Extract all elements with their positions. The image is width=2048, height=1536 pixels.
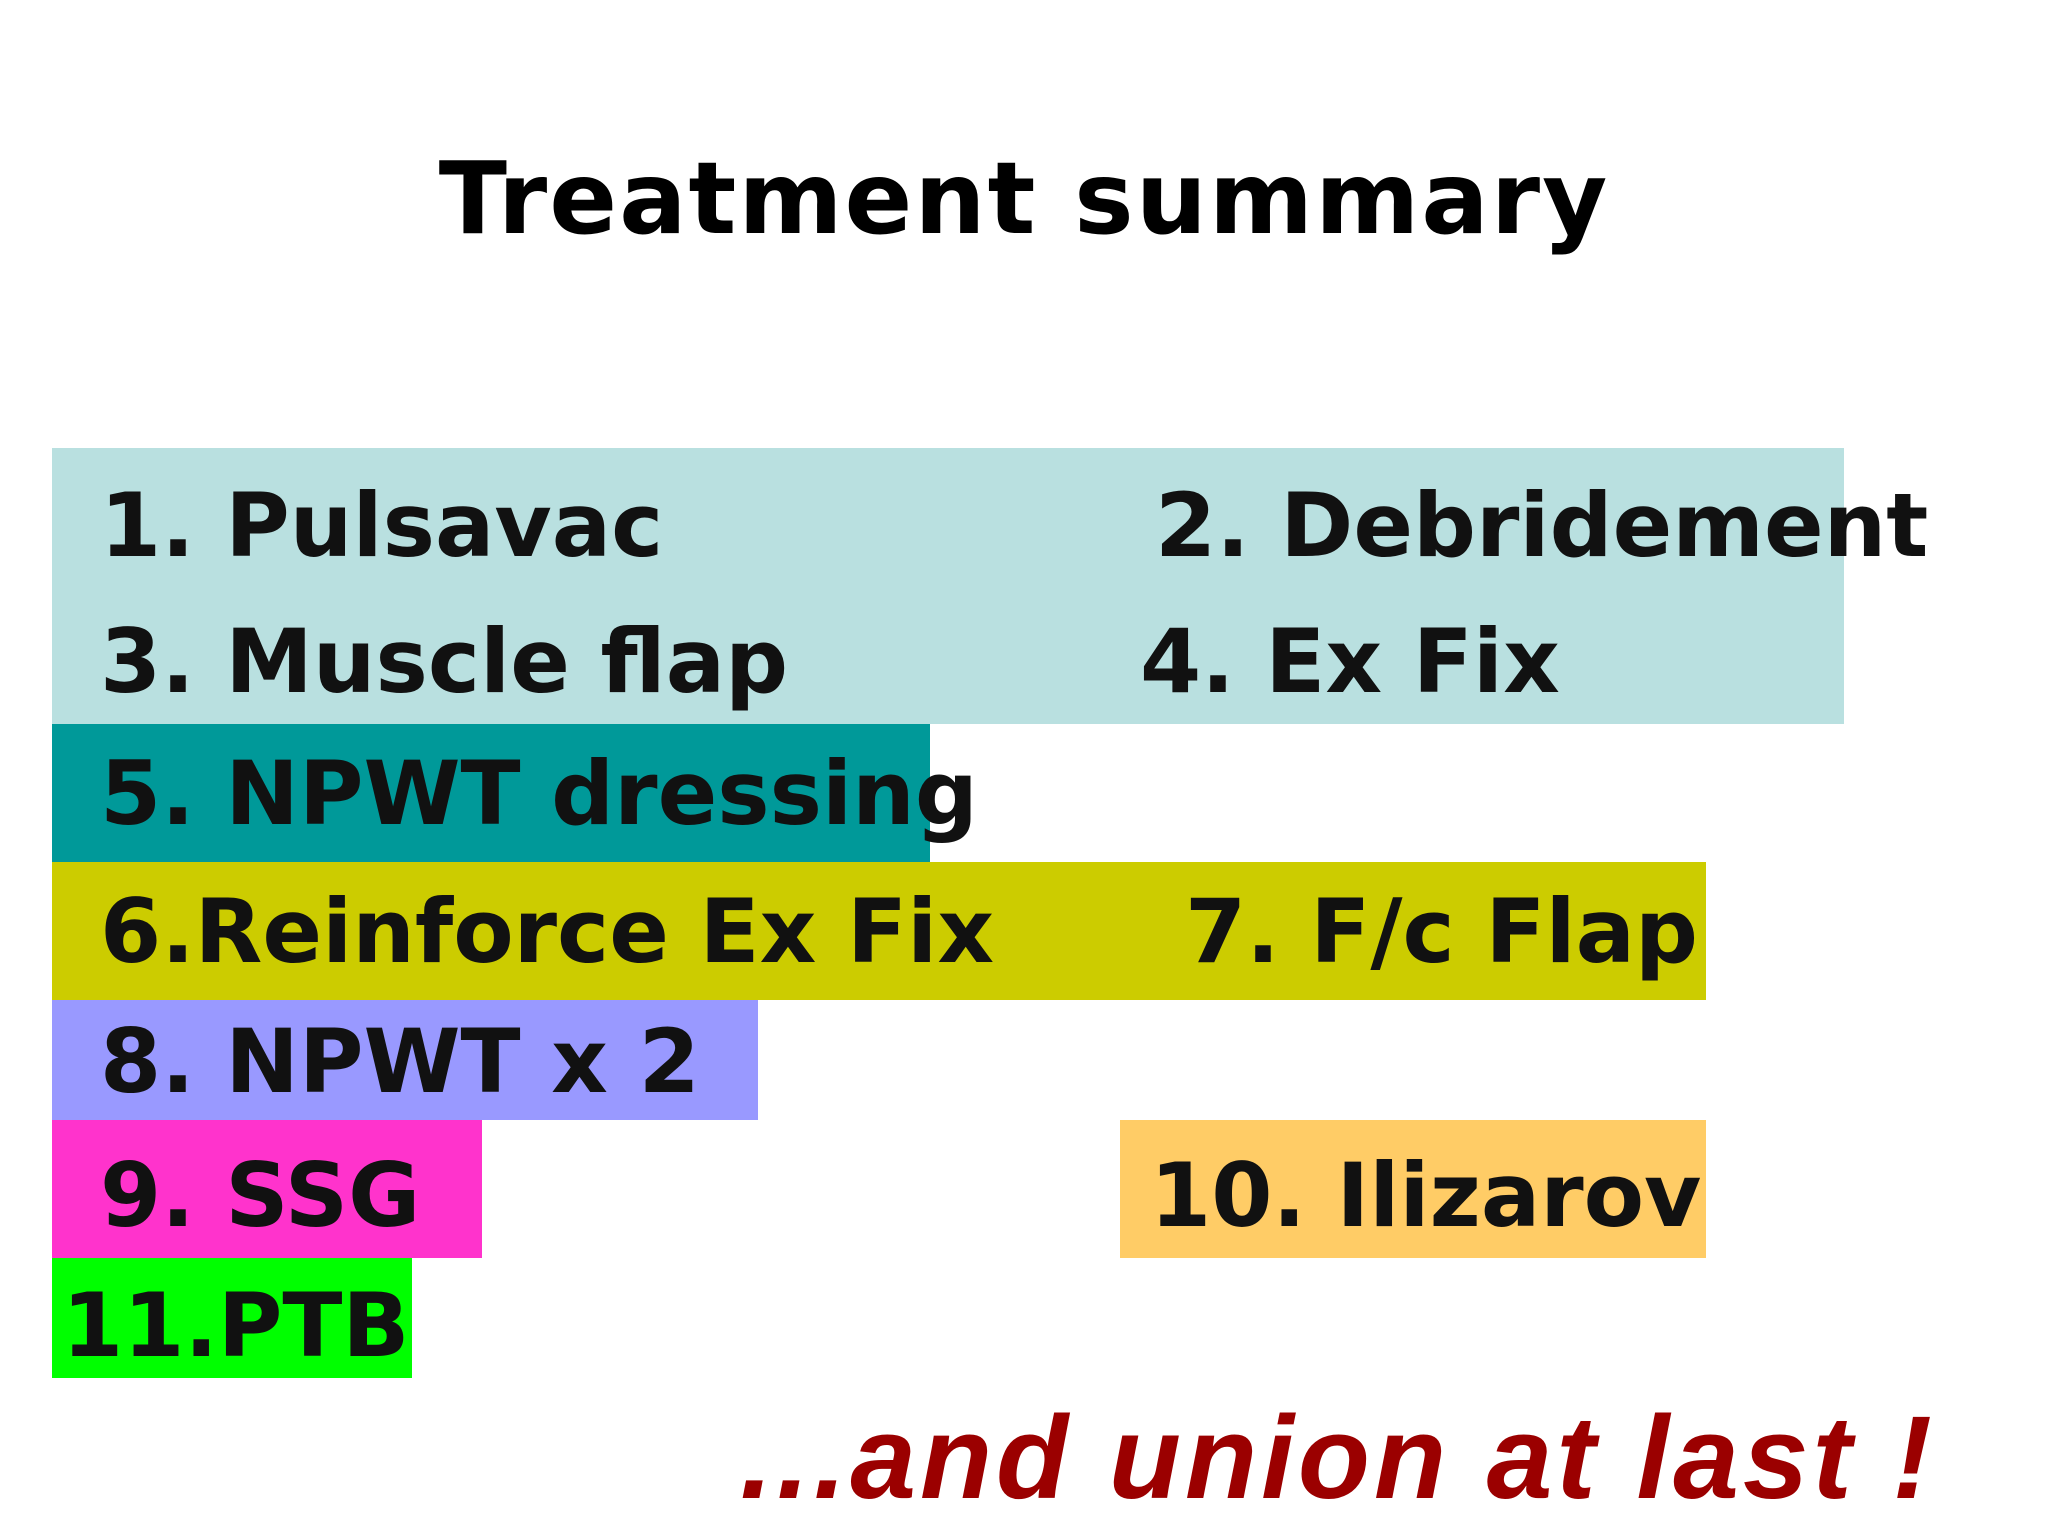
band-teal: [52, 724, 930, 862]
treatment-item-4: 4. Ex Fix: [1140, 610, 1560, 713]
closing-remark: ...and union at last !: [740, 1392, 1936, 1524]
treatment-item-7: 7. F/c Flap: [1185, 880, 1699, 983]
treatment-item-1: 1. Pulsavac: [100, 474, 664, 577]
slide-title: Treatment summary: [438, 140, 1610, 257]
band-orange: [1120, 1120, 1706, 1258]
treatment-item-11: 11.PTB: [62, 1274, 410, 1377]
band-olive: [52, 862, 1706, 1000]
treatment-item-5: 5. NPWT dressing: [100, 742, 978, 845]
band-green: [52, 1258, 412, 1378]
band-magenta: [52, 1120, 482, 1258]
treatment-item-9: 9. SSG: [100, 1144, 421, 1247]
treatment-item-3: 3. Muscle flap: [100, 610, 789, 713]
treatment-item-2: 2. Debridement: [1155, 474, 1929, 577]
treatment-item-6: 6.Reinforce Ex Fix: [100, 880, 995, 983]
band-light-blue: [52, 448, 1844, 724]
treatment-item-10: 10. Ilizarov: [1150, 1144, 1702, 1247]
band-lavender: [52, 1000, 758, 1120]
treatment-item-8: 8. NPWT x 2: [100, 1010, 700, 1113]
